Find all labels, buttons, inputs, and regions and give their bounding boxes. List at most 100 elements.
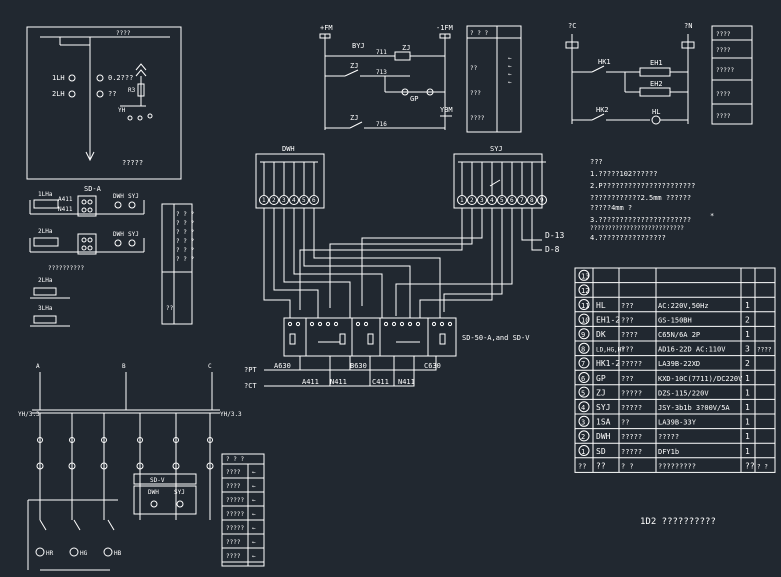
small-table-row: ? ? ?: [176, 220, 194, 227]
dwh-terminal-num: 3: [282, 197, 286, 204]
dwh-terminal: [269, 195, 279, 205]
left-mid-caption: ??????????: [48, 265, 85, 272]
bl-dwh: DWH: [148, 489, 159, 496]
bl-table-row: ????: [226, 553, 241, 560]
syj-terminal-num: 4: [490, 197, 494, 204]
bom-name: ?????: [621, 389, 642, 397]
bom-spec: ?????: [658, 433, 679, 441]
eh2-label: EH2: [650, 80, 663, 88]
bom-qty: 1: [745, 447, 750, 456]
bom-item-marker: [578, 372, 590, 383]
gp-label: GP: [410, 95, 418, 103]
bom-item-marker: [578, 284, 590, 296]
lm-a411: A411: [58, 196, 73, 203]
hk2-label: HK2: [596, 106, 609, 114]
notes-title: ???: [590, 158, 603, 166]
dwh-terminal: [309, 195, 319, 205]
ct-ratio-label: 0.2???: [108, 74, 133, 82]
d8-label: D-8: [545, 245, 560, 254]
panel-caption: ?????: [122, 159, 143, 167]
zj4-label: ZJ: [350, 114, 358, 122]
note-line-2: 2.P??????????????????????: [590, 182, 695, 190]
phase-c: C: [208, 363, 212, 370]
bottom-left-table: [221, 453, 265, 567]
bom-qty: ??: [745, 461, 755, 470]
svg-text:←: ←: [252, 553, 256, 560]
bom-code: GP: [596, 374, 606, 383]
syj-terminal-num: 1: [460, 197, 464, 204]
bom-name: ? ?: [621, 462, 634, 470]
bom-qty: 1: [745, 301, 750, 310]
sd-dot: [447, 321, 453, 327]
bom-note: ? ?: [757, 463, 768, 470]
syj-terminal: [507, 195, 517, 205]
dwh-terminal-num: 1: [262, 197, 266, 204]
syj-terminal-num: 3: [480, 197, 484, 204]
bom-spec: DFY1b: [658, 448, 679, 456]
lm-2lha: 2LHa: [38, 277, 53, 284]
bom-qty: 1: [745, 388, 750, 397]
pt-label: ?PT: [244, 366, 257, 374]
ctrl-table-row-3: ????: [470, 115, 485, 122]
bom-code: HL: [596, 301, 606, 310]
bom-code: DK: [596, 330, 606, 339]
bom-code: EH1-2: [596, 315, 620, 324]
heater-circuit: ?C ?N HK1 EH1 EH2 HK2 HL ???? ???? ?????…: [565, 22, 753, 125]
zj1-label: ZJ: [402, 44, 410, 52]
bom-no: 2: [581, 433, 585, 441]
sd-terminal-box: [283, 317, 457, 357]
bom-item-marker: [578, 386, 590, 398]
sd-label: SD-50-A,and SD-V: [462, 334, 530, 342]
lamp-icon: [69, 547, 79, 557]
pc-label: ?C: [568, 22, 576, 30]
bom-spec: KXD-10C(7711)/DC220V: [658, 375, 743, 383]
bom-qty: 1: [745, 418, 750, 427]
bom-name: ??: [621, 419, 629, 427]
bl-table-row: ????: [226, 539, 241, 546]
heater-table-row-2: ?????: [716, 67, 734, 74]
small-table-row: ? ? ?: [176, 238, 194, 245]
lm-n411: N411: [58, 206, 73, 213]
sd-dot: [317, 321, 323, 327]
sd-dot: [399, 321, 405, 327]
zj2-label: ZJ: [350, 62, 358, 70]
bom-item-marker: [578, 430, 590, 442]
dwh-box: [255, 153, 325, 209]
note-star: *: [710, 212, 714, 220]
bom-no: 3: [581, 419, 585, 427]
dwh-terminal: [289, 195, 299, 205]
bom-no: 10: [581, 316, 589, 324]
heater-table-head: ????: [716, 31, 731, 38]
bom-item-marker: [578, 357, 590, 369]
bom-name: ?????: [621, 448, 642, 456]
bom-name: ?????: [621, 360, 642, 368]
svg-text:←: ←: [252, 525, 256, 532]
bom-no: 8: [581, 346, 585, 354]
bom-code: LD,HG,HY: [596, 347, 625, 354]
phase-columns: [36, 413, 214, 520]
syj-terminal-num: 9: [540, 197, 544, 204]
node-711: 711: [376, 49, 387, 56]
syj-label: SYJ: [490, 145, 503, 153]
bom-code: DWH: [596, 432, 611, 441]
control-circuit: +FM -1FM BYJ ZJ 711 ZJ 713 GP ZJ 716 YBM…: [319, 24, 522, 133]
syj-terminal: [477, 195, 487, 205]
syj-terminal-num: 7: [520, 197, 524, 204]
syj-terminal-num: 6: [510, 197, 514, 204]
pn-label: ?N: [684, 22, 692, 30]
eh1-label: EH1: [650, 59, 663, 67]
bom-name: ???: [621, 302, 634, 310]
bom-spec: AD16-22D AC:110V: [658, 346, 726, 354]
bom-footer-title: 1D2 ??????????: [640, 517, 716, 527]
phase-a: A: [36, 363, 40, 370]
bom-item-marker: [578, 415, 590, 427]
bom-spec: AC:220V,50Hz: [658, 302, 709, 310]
bom-code: ZJ: [596, 388, 606, 397]
lh2-label: 2LH: [52, 90, 65, 98]
bom-name: ???: [621, 346, 634, 354]
svg-text:←: ←: [252, 539, 256, 546]
bom-code: SYJ: [596, 403, 610, 412]
sd-v-label: SD-V: [150, 477, 165, 484]
